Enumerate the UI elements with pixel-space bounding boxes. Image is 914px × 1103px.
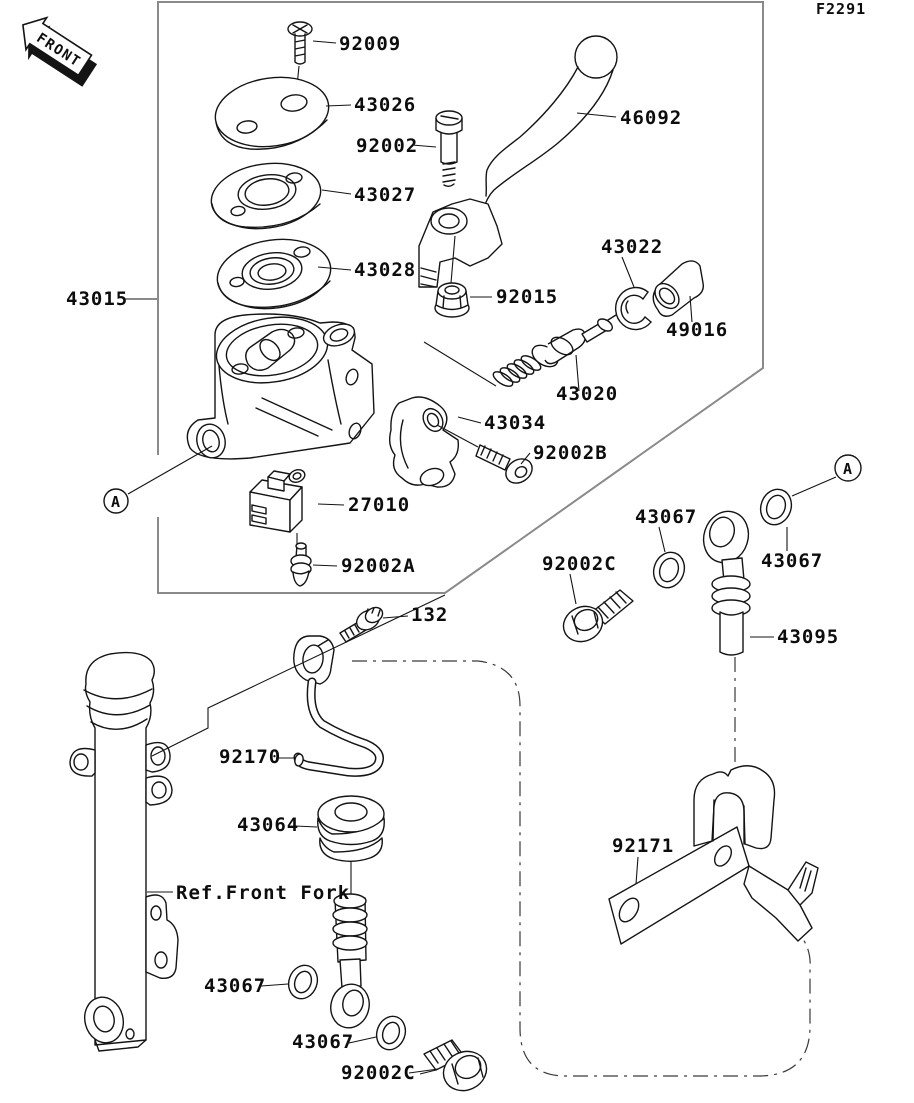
label-43026: 43026 <box>354 94 416 116</box>
label-43064: 43064 <box>237 814 299 836</box>
switch-screw-92002A-drawing <box>290 542 312 587</box>
label-43095: 43095 <box>777 626 839 648</box>
label-43067-lower2: 43067 <box>292 1031 354 1053</box>
washer-43067-right-drawing <box>759 488 793 526</box>
banjo-bolt-92002C-upper-drawing <box>562 589 634 643</box>
clamp-bracket-92171-drawing <box>608 765 819 945</box>
label-43022: 43022 <box>601 236 663 258</box>
label-92015: 92015 <box>496 286 558 308</box>
hose-routing-dashes <box>352 657 811 1077</box>
piston-assembly-43020-drawing <box>423 314 617 387</box>
part-labels: 92009 43026 92002 43027 46092 43022 4901… <box>66 33 839 1084</box>
label-ref-front-fork: Ref.Front Fork <box>176 882 350 904</box>
view-marker-a-right-label: A <box>843 460 852 478</box>
washer-43067-lower2-drawing <box>375 1015 407 1051</box>
guide-bolt-132-drawing <box>339 606 384 643</box>
label-92002C-lower: 92002C <box>341 1062 416 1084</box>
handlebar-clamp-43034-drawing <box>388 396 460 488</box>
label-92002C-upper: 92002C <box>542 553 617 575</box>
front-direction-arrow: FRONT <box>22 16 98 87</box>
label-43028: 43028 <box>354 259 416 281</box>
screw-92009-drawing <box>287 21 313 97</box>
label-92002: 92002 <box>356 135 418 157</box>
label-43015: 43015 <box>66 288 128 310</box>
label-92002A: 92002A <box>341 555 416 577</box>
brake-lever-46092-drawing <box>418 35 618 288</box>
label-43067-upper: 43067 <box>635 506 697 528</box>
pivot-bolt-92002-drawing <box>435 110 463 187</box>
label-43027: 43027 <box>354 184 416 206</box>
front-fork-drawing <box>69 651 179 1052</box>
label-92171: 92171 <box>612 835 674 857</box>
master-cylinder-body-drawing <box>186 313 375 460</box>
label-49016: 49016 <box>666 319 728 341</box>
brake-hose-lower-end-drawing <box>330 893 370 1029</box>
reservoir-cap-43026-drawing <box>214 76 330 150</box>
inset-box <box>157 1 764 594</box>
diaphragm-plate-43027-drawing <box>210 162 322 230</box>
nut-92015-drawing <box>434 282 470 318</box>
diaphragm-43028-drawing <box>216 238 332 310</box>
view-marker-a-right: A <box>834 454 862 482</box>
label-43067-right: 43067 <box>761 550 823 572</box>
view-marker-a-left-label: A <box>111 493 120 511</box>
washer-43067-lower1-drawing <box>287 964 319 1000</box>
label-43034: 43034 <box>484 412 546 434</box>
boot-49016-drawing <box>652 260 704 317</box>
view-marker-a-left: A <box>103 488 129 514</box>
leader-lines <box>124 40 837 1074</box>
banjo-bolt-92002C-lower-drawing <box>419 1039 488 1092</box>
grommet-43064-drawing <box>317 795 385 896</box>
brake-hose-43095-drawing <box>702 510 751 656</box>
circlip-43022-drawing <box>615 286 652 331</box>
label-43020: 43020 <box>556 383 618 405</box>
label-46092: 46092 <box>620 107 682 129</box>
label-92002B: 92002B <box>533 442 608 464</box>
label-92170: 92170 <box>219 746 281 768</box>
washer-43067-upper-drawing <box>652 551 686 589</box>
label-92009: 92009 <box>339 33 401 55</box>
hose-guide-92170-drawing <box>293 635 384 777</box>
brake-switch-27010-drawing <box>249 469 306 544</box>
label-27010: 27010 <box>348 494 410 516</box>
page-code: F2291 <box>816 0 866 18</box>
label-43067-lower1: 43067 <box>204 975 266 997</box>
clamp-bolt-92002B-drawing <box>436 424 533 484</box>
label-132: 132 <box>411 604 448 626</box>
